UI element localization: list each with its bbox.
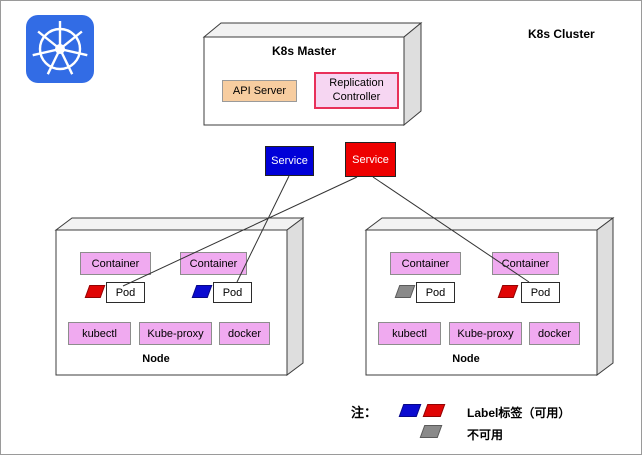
node2-pod-2: Pod — [521, 282, 560, 303]
node2-container-1: Container — [390, 252, 461, 275]
legend-flag-blue — [398, 404, 422, 417]
service-box-red: Service — [345, 142, 396, 177]
kubernetes-logo — [25, 14, 95, 84]
node1-pod-2: Pod — [213, 282, 252, 303]
node1-pod2-label-flag-blue — [191, 285, 213, 298]
node2-pod1-label-flag-gray — [394, 285, 416, 298]
node2-pod-1: Pod — [416, 282, 455, 303]
node2-docker-box: docker — [529, 322, 580, 345]
legend-note-label: 注： — [351, 405, 378, 420]
node1-container-2: Container — [180, 252, 247, 275]
node2-pod2-label-flag-red — [497, 285, 519, 298]
node1-pod1-label-flag-red — [84, 285, 106, 298]
master-title: K8s Master — [271, 44, 337, 58]
cluster-label: K8s Cluster — [528, 27, 595, 41]
node1-kubectl-box: kubectl — [68, 322, 131, 345]
node1-label: Node — [142, 353, 170, 365]
service-box-blue: Service — [265, 146, 314, 176]
node2-kubectl-box: kubectl — [378, 322, 441, 345]
node2-label: Node — [452, 353, 480, 365]
node2-container-2: Container — [492, 252, 559, 275]
node2-kube-proxy-box: Kube-proxy — [449, 322, 522, 345]
legend-available-label: Label标签（可用） — [467, 406, 571, 420]
node1-pod-1: Pod — [106, 282, 145, 303]
node1-kube-proxy-box: Kube-proxy — [139, 322, 212, 345]
legend-unavailable-label: 不可用 — [467, 428, 504, 442]
kubernetes-wheel-icon — [26, 15, 94, 83]
node1-docker-box: docker — [219, 322, 270, 345]
node1-container-1: Container — [80, 252, 151, 275]
legend-flag-gray — [419, 425, 443, 438]
api-server-box: API Server — [222, 80, 297, 102]
legend-flag-red — [422, 404, 446, 417]
replication-controller-box: Replication Controller — [314, 72, 399, 109]
